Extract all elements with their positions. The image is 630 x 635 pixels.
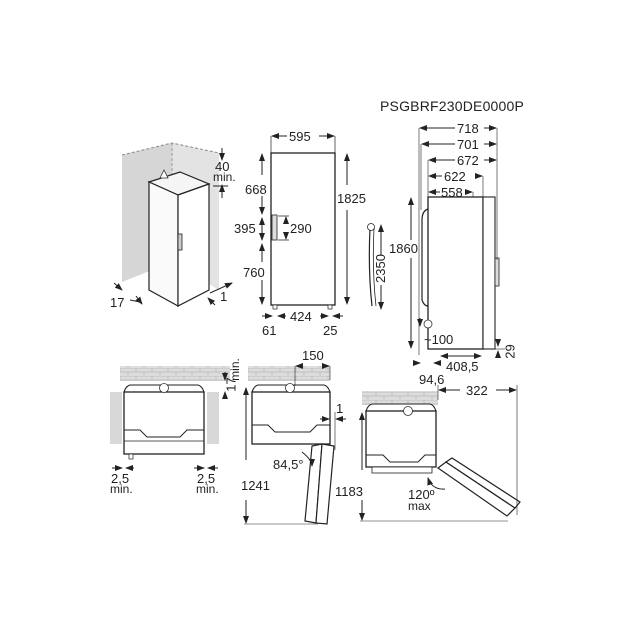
- dim-front-height: 1825: [337, 191, 366, 206]
- dim-depth-door-max: 1183: [335, 484, 363, 499]
- dim-rear-offset: 94,6: [419, 372, 445, 387]
- dim-left-gap: 17: [110, 295, 125, 310]
- top-view-clearance: [110, 366, 230, 471]
- dim-front-width: 595: [289, 129, 311, 144]
- dim-top-clearance-note: min.: [213, 170, 236, 184]
- dim-side-height: 1860: [389, 241, 418, 256]
- dim-top-clearance: 40: [215, 159, 230, 174]
- dim-handle-length: 290: [290, 221, 312, 236]
- dim-wall-gap-note: min.: [227, 358, 242, 381]
- dim-foot-span-side: 408,5: [446, 359, 479, 374]
- dim-door-angle: 84,5°: [273, 457, 304, 472]
- dim-foot-right: 25: [323, 323, 338, 338]
- dim-door-extra-width: 322: [466, 383, 488, 398]
- dim-side-right: 2,5: [197, 471, 216, 486]
- dim-handle-zone: 395: [234, 221, 256, 236]
- dim-depth-622: 622: [444, 169, 466, 184]
- dim-foot-left: 61: [262, 323, 277, 338]
- dim-top-to-handle: 668: [245, 182, 267, 197]
- side-view: [408, 125, 505, 366]
- dim-right-gap: 1: [220, 289, 228, 304]
- dim-foot-height: 29: [502, 344, 518, 359]
- dim-depth-701: 701: [457, 137, 479, 152]
- dim-depth-overall: 718: [457, 121, 479, 136]
- dim-hinge-offset: 150: [302, 348, 324, 363]
- dim-cord-length: 2350: [372, 254, 388, 283]
- dim-side-right-note: min.: [196, 482, 219, 496]
- power-cord-view: [367, 223, 384, 310]
- top-view-door-84-5: [243, 363, 346, 525]
- dim-depth-cabinet: 558: [441, 185, 463, 200]
- dim-door-max-angle-note: max: [408, 499, 431, 513]
- dim-plug-height: ~100: [424, 332, 454, 347]
- dim-depth-door-open: 1241: [241, 478, 270, 493]
- perspective-view: [113, 142, 233, 308]
- model-code: PSGBRF230DE0000P: [380, 98, 525, 114]
- dim-side-left: 2,5: [111, 471, 130, 486]
- dim-foot-span: 424: [290, 309, 312, 324]
- front-view: [259, 133, 350, 319]
- top-view-door-120: [359, 385, 521, 522]
- dim-door-side-gap: 1: [336, 401, 344, 416]
- dim-side-left-note: min.: [110, 482, 133, 496]
- dim-door-max-angle: 120º: [408, 487, 435, 502]
- dim-handle-to-floor: 760: [243, 265, 265, 280]
- dim-depth-672: 672: [457, 153, 479, 168]
